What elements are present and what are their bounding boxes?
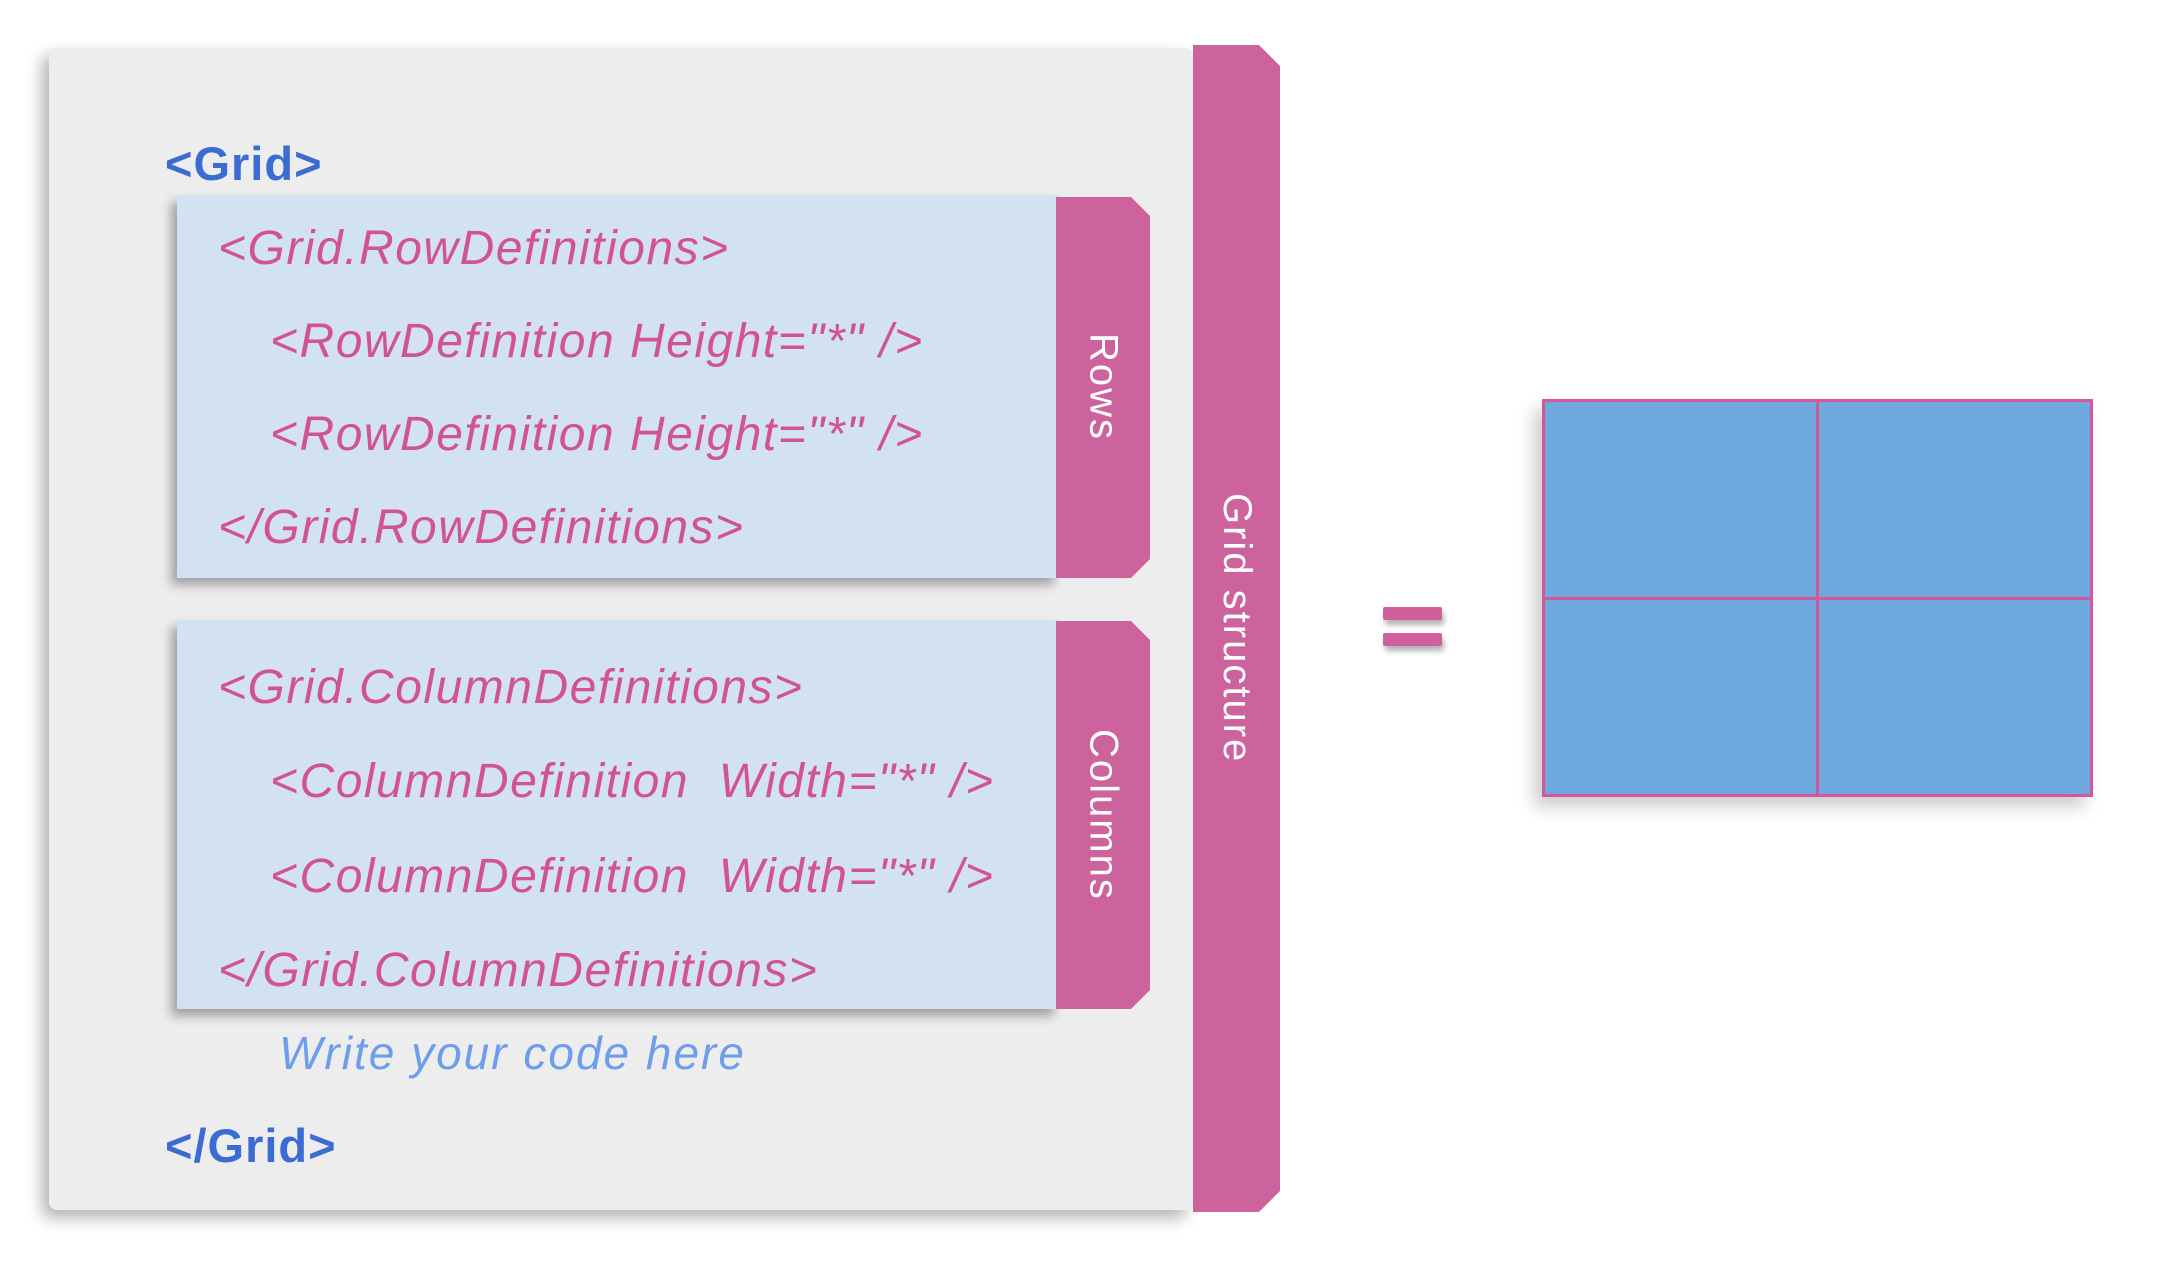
column-definitions-box: <Grid.ColumnDefinitions> <ColumnDefiniti… xyxy=(177,620,1060,1009)
grid-cell-r0c1 xyxy=(1819,402,2090,597)
grid-cell-r1c1 xyxy=(1819,599,2090,794)
rows-tab: Rows xyxy=(1056,197,1150,578)
write-code-hint: Write your code here xyxy=(279,1027,746,1079)
grid-structure-bar-label: Grid structure xyxy=(1215,493,1259,764)
result-grid xyxy=(1542,399,2093,797)
grid-cell-r0c0 xyxy=(1545,402,1816,597)
code-line-column-definitions-close: </Grid.ColumnDefinitions> xyxy=(218,943,819,997)
grid-close-tag: </Grid> xyxy=(165,1119,337,1172)
columns-tab-label: Columns xyxy=(1081,729,1126,901)
rows-tab-label: Rows xyxy=(1081,333,1126,442)
code-line-row-definitions-close: </Grid.RowDefinitions> xyxy=(218,501,745,554)
row-definitions-box: <Grid.RowDefinitions> <RowDefinition Hei… xyxy=(177,195,1060,578)
grid-structure-bar: Grid structure xyxy=(1193,45,1280,1212)
code-line-row-definition-2: <RowDefinition Height="*" /> xyxy=(270,408,924,461)
code-line-row-definition-1: <RowDefinition Height="*" /> xyxy=(270,315,924,368)
equals-icon xyxy=(1383,607,1442,646)
grid-cell-r1c0 xyxy=(1545,599,1816,794)
code-line-column-definitions-open: <Grid.ColumnDefinitions> xyxy=(218,661,804,714)
grid-open-tag: <Grid> xyxy=(165,137,323,190)
code-line-column-definition-2: <ColumnDefinition Width="*" /> xyxy=(270,849,995,903)
equals-top-bar xyxy=(1383,607,1442,620)
code-line-row-definitions-open: <Grid.RowDefinitions> xyxy=(218,222,730,275)
code-line-column-definition-1: <ColumnDefinition Width="*" /> xyxy=(270,755,995,809)
columns-tab: Columns xyxy=(1056,621,1150,1009)
equals-bottom-bar xyxy=(1383,633,1442,646)
